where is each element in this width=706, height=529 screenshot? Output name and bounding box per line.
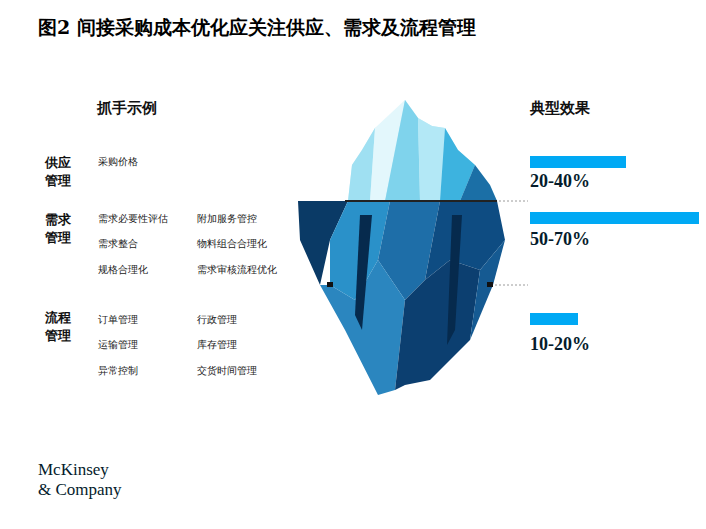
effect-bar bbox=[530, 212, 699, 224]
column-heading: 抓手示例 bbox=[97, 99, 157, 117]
iceberg-above-water bbox=[348, 100, 497, 201]
lever-item: 交货时间管理 bbox=[197, 365, 257, 377]
iceberg-under-water bbox=[298, 201, 505, 395]
lever-item: 行政管理 bbox=[197, 314, 237, 326]
lever-item: 运输管理 bbox=[98, 339, 138, 351]
lever-item: 需求审核流程优化 bbox=[197, 264, 277, 276]
guide-line bbox=[499, 201, 528, 202]
lever-item: 需求必要性评估 bbox=[98, 213, 168, 225]
depth-marker bbox=[487, 282, 493, 287]
ice-tip bbox=[348, 100, 497, 201]
ice-facet bbox=[395, 260, 480, 390]
category-label: 需求管理 bbox=[45, 211, 72, 247]
depth-marker bbox=[327, 282, 333, 287]
effect-value: 50-70% bbox=[530, 229, 590, 251]
category-label: 供应管理 bbox=[45, 154, 72, 190]
ice-crevice bbox=[355, 215, 372, 330]
ice-crevice bbox=[447, 215, 462, 345]
effect-bar bbox=[530, 313, 578, 325]
category-label: 流程管理 bbox=[45, 309, 72, 345]
lever-item: 异常控制 bbox=[98, 365, 138, 377]
lever-item: 订单管理 bbox=[98, 314, 138, 326]
logo-text: McKinsey & Company bbox=[38, 460, 124, 500]
guide-line bbox=[495, 285, 528, 286]
effect-value: 10-20% bbox=[530, 334, 590, 356]
effect-value: 20-40% bbox=[530, 171, 590, 193]
lever-item: 需求整合 bbox=[98, 238, 138, 250]
ice-facet bbox=[460, 165, 497, 201]
ice-facet bbox=[470, 240, 505, 340]
lever-item: 库存管理 bbox=[197, 339, 237, 351]
title: 图2 间接采购成本优化应关注供应、需求及流程管理 bbox=[38, 16, 476, 39]
lever-item: 物料组合合理化 bbox=[197, 238, 267, 250]
lever-item: 规格合理化 bbox=[98, 264, 148, 276]
effect-bar bbox=[530, 156, 626, 168]
ice-facet bbox=[385, 100, 420, 201]
lever-item: 采购价格 bbox=[98, 156, 138, 168]
column-heading: 典型效果 bbox=[530, 99, 590, 117]
lever-item: 附加服务管控 bbox=[197, 213, 257, 225]
water-line bbox=[345, 200, 497, 202]
